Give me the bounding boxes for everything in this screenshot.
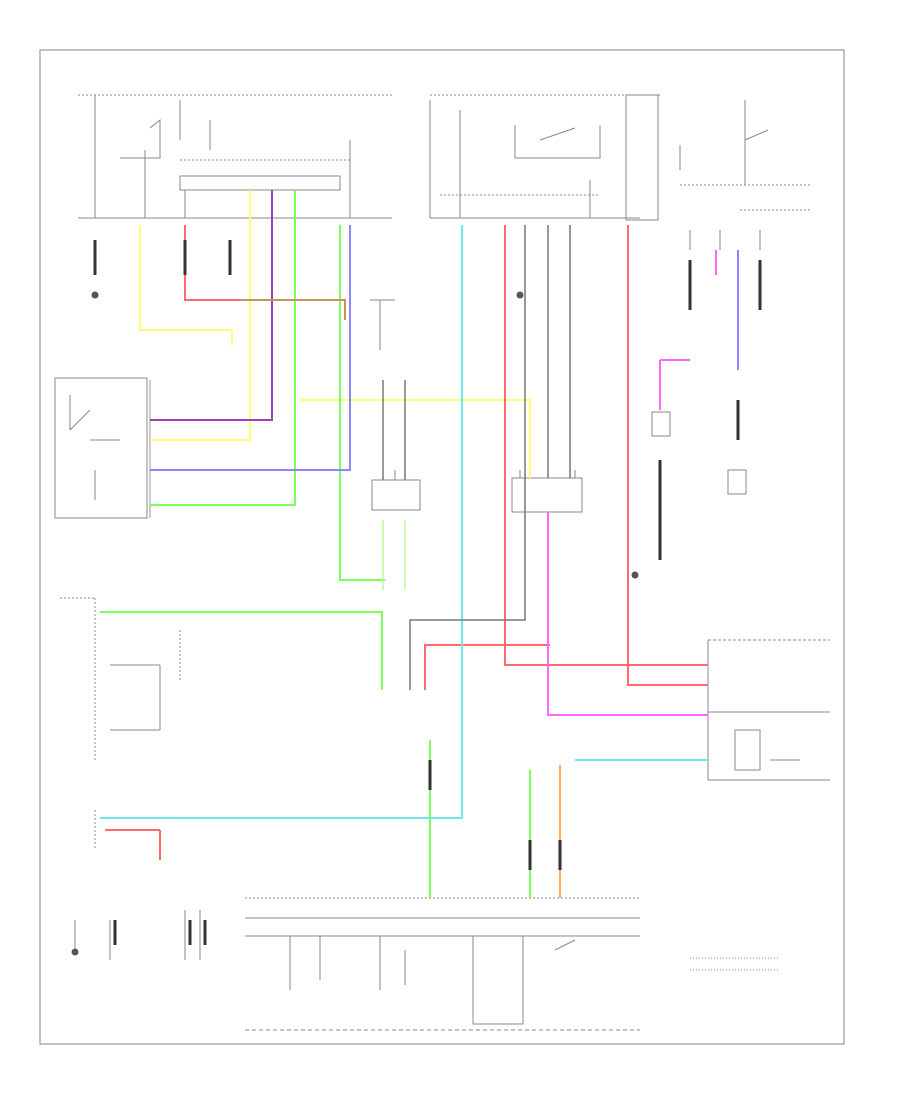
top-right-switch [679, 100, 812, 250]
power-window-master-switch [74, 810, 201, 960]
top-left-fuse-block [78, 94, 392, 219]
instrument-panel-junction-block [245, 897, 640, 1031]
top-middle-fuse-block [429, 94, 660, 221]
connector-pins [93, 240, 762, 945]
stop-light-switch [370, 299, 421, 511]
combination-meter [707, 639, 830, 781]
relay-block-right [511, 470, 583, 513]
engine-control-module-connector [60, 597, 181, 760]
ground-symbols [71, 291, 639, 956]
wire-gray [382, 225, 571, 690]
wire-purple [150, 190, 273, 421]
wire-cyan [100, 225, 708, 819]
wire-light-green [382, 520, 406, 590]
wire-green [100, 190, 531, 898]
wire-blue-violet [150, 225, 739, 471]
wire-brown [240, 299, 346, 320]
wire-magenta [547, 250, 717, 716]
wire-yellow [139, 190, 531, 478]
legend [690, 957, 780, 971]
right-side-switches [651, 411, 747, 495]
driver-door-switch-assembly [54, 377, 151, 519]
wire-red [105, 225, 708, 860]
diagram-frame [39, 49, 845, 1045]
